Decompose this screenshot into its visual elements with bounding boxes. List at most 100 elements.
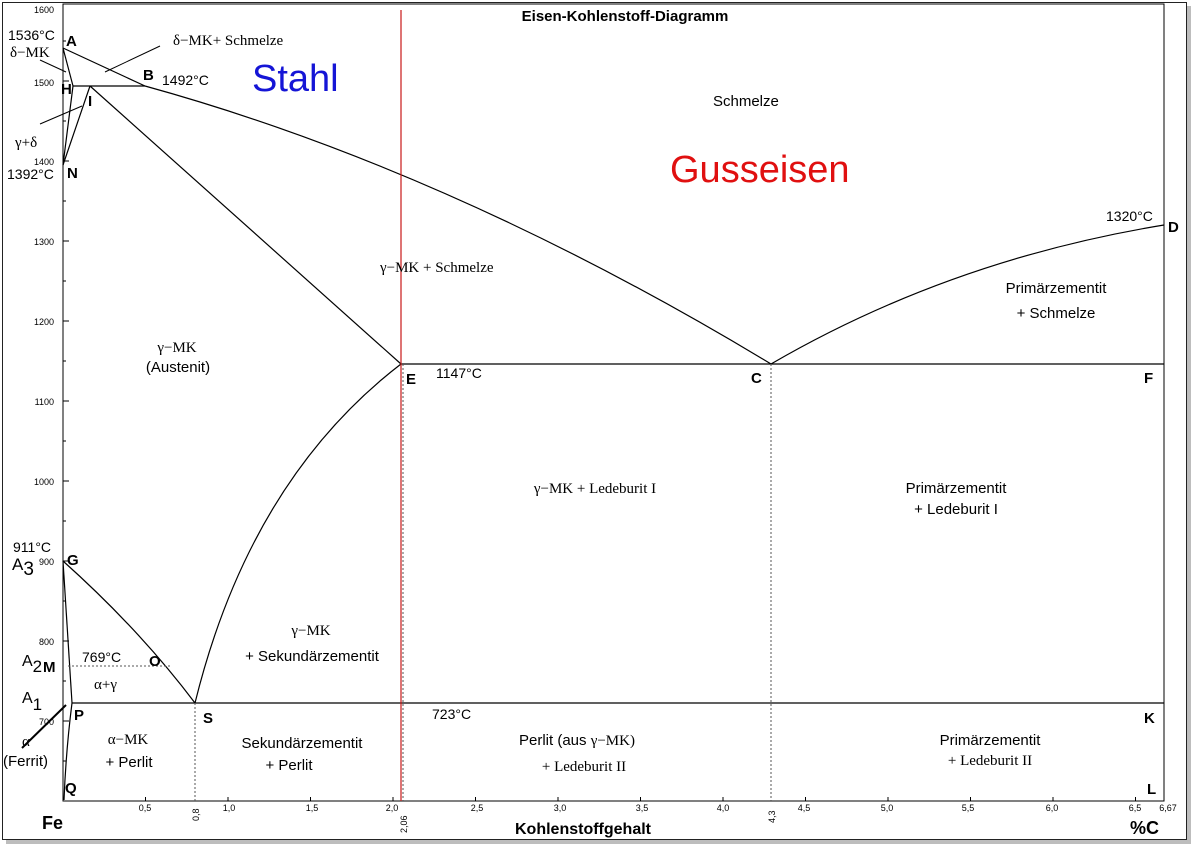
region-primaer-led2-2: + Ledeburit II — [948, 753, 1032, 769]
temp-1492: 1492°C — [162, 72, 209, 88]
region-delta-schmelze: δ−MK+ Schmelze — [173, 33, 284, 49]
region-gamma-sek-1: γ−MK — [290, 623, 330, 639]
region-labels: Schmelze γ−MK + Schmelze δ−MK+ Schmelze … — [3, 33, 1107, 775]
line-GP — [62, 560, 73, 704]
point-B: B — [143, 67, 154, 84]
label-a1: A1 — [22, 690, 42, 714]
point-C: C — [751, 370, 762, 387]
region-alpha-perlit-2: + Perlit — [105, 754, 153, 771]
region-gamma-ledeburit: γ−MK + Ledeburit I — [533, 481, 656, 497]
x-axis-label: Kohlenstoffgehalt — [515, 821, 652, 838]
region-sek-perlit-2: + Perlit — [265, 757, 313, 774]
phase-lines — [62, 47, 1165, 801]
diagram-title: Eisen-Kohlenstoff-Diagramm — [522, 8, 729, 25]
region-primaer-ledeburit1-2: + Ledeburit I — [914, 501, 998, 518]
temp-723: 723°C — [432, 706, 471, 722]
region-gamma-schmelze: γ−MK + Schmelze — [379, 260, 494, 276]
region-ferrit: (Ferrit) — [3, 753, 48, 770]
region-gamma-sek-2: + Sekundärzementit — [245, 648, 380, 665]
x-unit-label: %C — [1130, 818, 1159, 838]
y-tick-800: 800 — [39, 637, 54, 647]
point-K: K — [1144, 710, 1155, 727]
label-a2: A2 — [22, 653, 42, 676]
line-AB — [62, 47, 146, 87]
point-P: P — [74, 707, 84, 724]
y-tick-1200: 1200 — [34, 317, 54, 327]
x-tick-0-8: 0,8 — [191, 808, 201, 821]
region-gusseisen: Gusseisen — [670, 149, 850, 191]
line-GOS — [62, 560, 196, 704]
region-perlit-led-1: Perlit (aus γ−MK) — [519, 732, 635, 749]
region-austenit-2: (Austenit) — [146, 359, 210, 376]
point-L: L — [1147, 781, 1156, 798]
x-tick-4-0: 4,0 — [717, 803, 730, 813]
x-tick-2-0: 2,0 — [386, 803, 399, 813]
point-labels: A B H I N D E C F G O M P S K Q L — [43, 33, 1179, 798]
leader-delta-mk — [39, 59, 67, 73]
region-primaer-ledeburit1-1: Primärzementit — [906, 480, 1008, 497]
line-PQ — [63, 702, 73, 801]
x-origin-fe: Fe — [42, 813, 63, 833]
region-delta-mk: δ−MK — [10, 45, 50, 61]
x-tick-6-67: 6,67 — [1159, 803, 1177, 813]
point-S: S — [203, 710, 213, 727]
point-N: N — [67, 165, 78, 182]
line-IE-solidus — [89, 85, 402, 365]
region-alpha: α — [22, 734, 30, 750]
y-tick-labels: 700 800 900 1000 1100 1200 1300 1400 150… — [34, 5, 54, 727]
temperature-labels: 1536°C 1492°C 1392°C 1320°C 1147°C 911°C… — [7, 27, 1153, 722]
line-ES — [194, 363, 402, 704]
x-tick-1-5: 1,5 — [306, 803, 319, 813]
x-tick-6-5: 6,5 — [1129, 803, 1142, 813]
x-vertical-tick-labels: 0,8 2,06 4,3 — [191, 808, 777, 833]
y-tick-1000: 1000 — [34, 477, 54, 487]
y-tick-1600: 1600 — [34, 5, 54, 15]
leader-alpha — [21, 704, 67, 749]
x-tick-2-06: 2,06 — [399, 815, 409, 833]
y-tick-marks — [63, 40, 69, 762]
point-H: H — [61, 81, 72, 98]
y-tick-700: 700 — [39, 717, 54, 727]
x-tick-labels: 0,5 1,0 1,5 2,0 2,5 3,0 3,5 4,0 4,5 5,0 … — [139, 803, 1177, 813]
x-tick-5-0: 5,0 — [881, 803, 894, 813]
point-F: F — [1144, 370, 1153, 387]
x-tick-6-0: 6,0 — [1046, 803, 1059, 813]
x-tick-5-5: 5,5 — [962, 803, 975, 813]
region-primaer-led2-1: Primärzementit — [940, 732, 1042, 749]
plot-area — [62, 3, 1165, 802]
point-Q: Q — [65, 780, 77, 797]
y-tick-1500: 1500 — [34, 78, 54, 88]
x-tick-4-5: 4,5 — [798, 803, 811, 813]
line-IN — [62, 85, 91, 166]
region-primaer-schmelze-1: Primärzementit — [1006, 280, 1108, 297]
region-schmelze: Schmelze — [713, 93, 779, 110]
temp-911: 911°C — [13, 539, 51, 555]
x-tick-0-5: 0,5 — [139, 803, 152, 813]
point-I: I — [88, 93, 92, 110]
y-tick-1400: 1400 — [34, 157, 54, 167]
y-tick-1300: 1300 — [34, 237, 54, 247]
y-tick-900: 900 — [39, 557, 54, 567]
transition-labels: A3 A2 A1 — [12, 555, 42, 714]
region-stahl: Stahl — [252, 58, 339, 100]
line-AH — [62, 47, 74, 87]
region-alpha-perlit-1: α−MK — [108, 732, 149, 748]
point-O: O — [149, 653, 161, 670]
leader-gamma-delta — [39, 105, 83, 125]
point-D: D — [1168, 219, 1179, 236]
temp-1320: 1320°C — [1106, 208, 1153, 224]
region-perlit-led-2: + Ledeburit II — [542, 759, 626, 775]
y-tick-1100: 1100 — [35, 397, 54, 407]
x-tick-4-3: 4,3 — [767, 810, 777, 823]
leader-delta-schmelze — [104, 45, 161, 73]
point-M: M — [43, 659, 56, 676]
region-alpha-gamma: α+γ — [94, 677, 117, 693]
x-tick-marks — [145, 797, 1136, 801]
label-a3: A3 — [12, 555, 34, 580]
temp-1392: 1392°C — [7, 166, 54, 182]
point-G: G — [67, 552, 79, 569]
point-A: A — [66, 33, 77, 50]
line-CD-liquidus — [770, 224, 1165, 365]
temp-769: 769°C — [82, 649, 121, 665]
